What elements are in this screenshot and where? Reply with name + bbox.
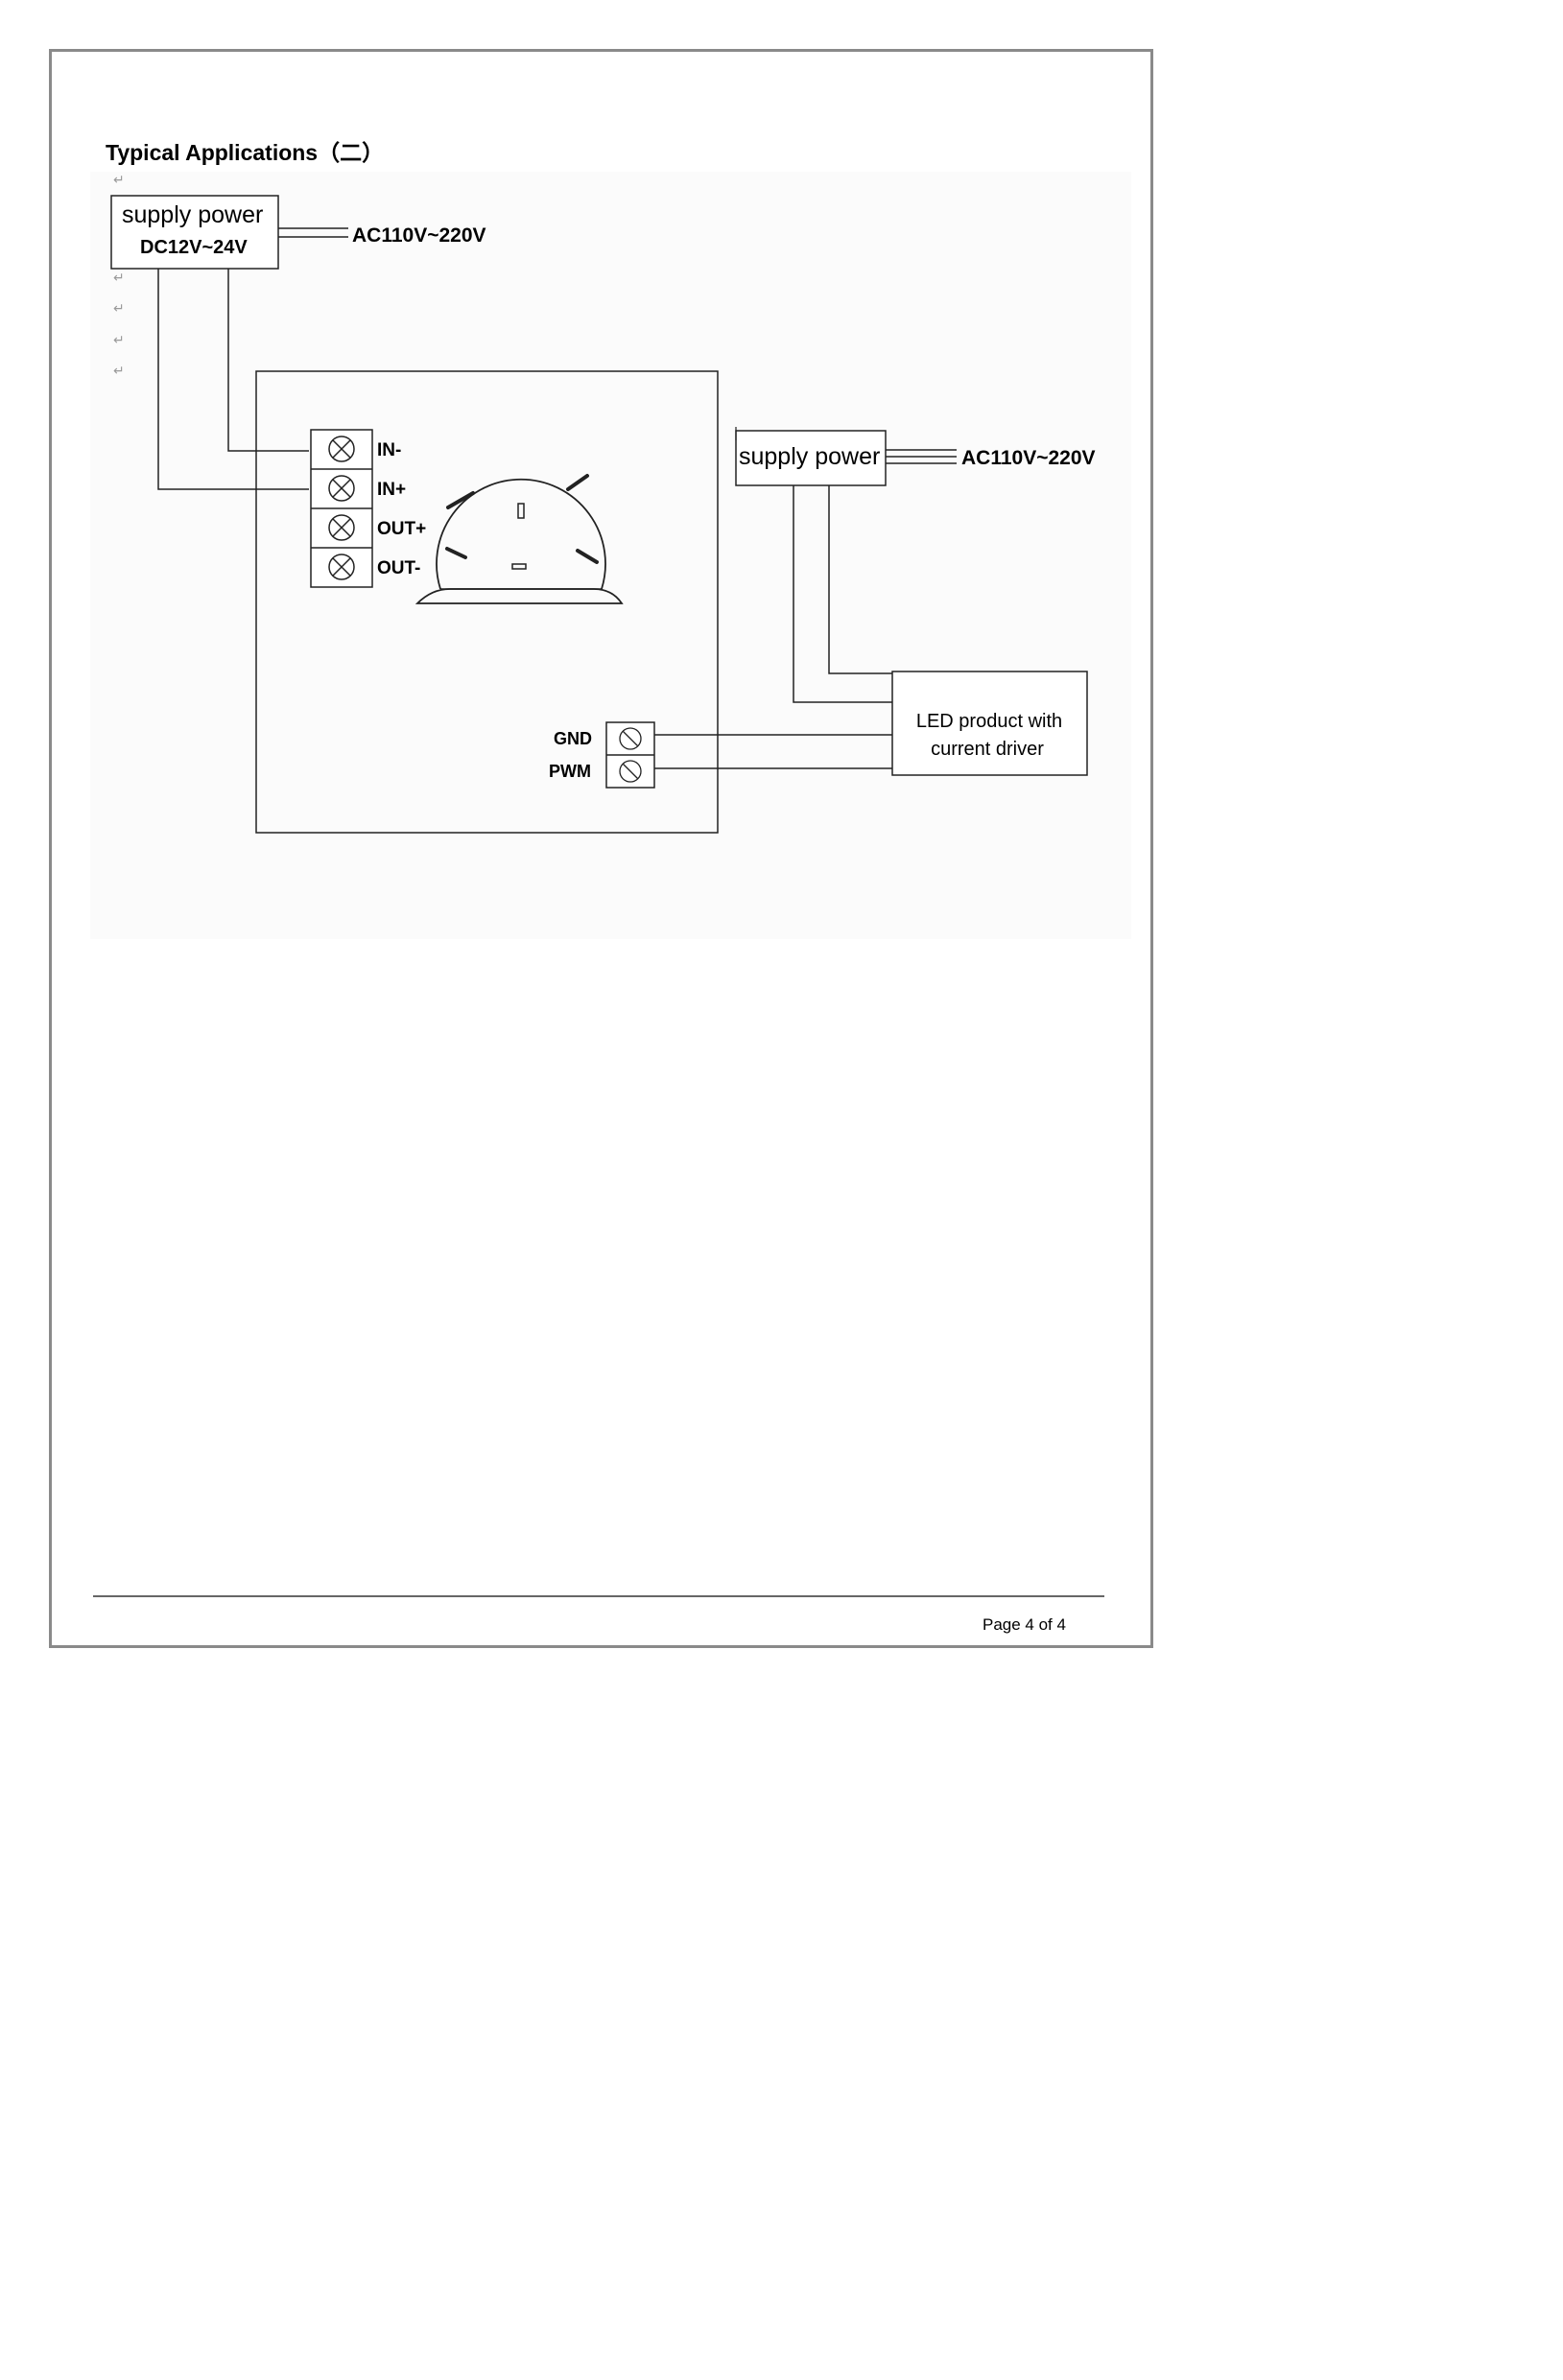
power-supply-1-output: DC12V~24V: [140, 237, 248, 258]
wire-in-plus: [157, 269, 309, 490]
screw-terminal-icon: [328, 436, 355, 462]
power-supply-2-input: AC110V~220V: [961, 447, 1096, 469]
screw-terminal-icon: [328, 475, 355, 502]
wiring-diagram: Typical Applications（二） ↵ ↵ ↵ ↵ ↵ ↵ supp…: [90, 140, 1131, 1634]
power-supply-1: supply power DC12V~24V AC110V~220V: [110, 195, 486, 270]
controller-box: [255, 370, 719, 834]
paragraph-mark: ↵: [113, 173, 125, 188]
terminal-label-in-minus: IN-: [377, 440, 401, 460]
screw-terminal-icon: [619, 727, 642, 750]
screw-terminal-icon: [328, 514, 355, 541]
led-product-line2: current driver: [931, 739, 1044, 760]
led-product-box: LED product with current driver: [891, 671, 1088, 776]
power-supply-2-title: supply power: [739, 443, 880, 470]
document-page: Typical Applications（二） ↵ ↵ ↵ ↵ ↵ ↵ supp…: [49, 49, 1153, 1648]
terminal-block-left: IN- IN+ OUT+ OUT-: [310, 429, 426, 588]
footer-page-number: Page 4 of 4: [983, 1615, 1066, 1634]
terminal-label-in-plus: IN+: [377, 480, 406, 500]
screw-terminal-icon: [619, 760, 642, 783]
dimmer-knob-icon: [414, 474, 624, 604]
power-supply-2: supply power AC110V~220V: [735, 427, 1096, 486]
paragraph-mark: ↵: [113, 301, 125, 317]
screw-terminal-icon: [328, 554, 355, 580]
terminal-label-out-plus: OUT+: [377, 519, 426, 539]
power-supply-1-input: AC110V~220V: [352, 224, 486, 247]
figure-background: [90, 172, 1131, 939]
terminal-block-right: GND PWM: [549, 721, 655, 789]
power-supply-1-title: supply power: [122, 201, 263, 228]
wire-led-supply-b: [828, 485, 892, 674]
paragraph-mark: ↵: [113, 271, 125, 286]
paragraph-mark: ↵: [113, 333, 125, 348]
led-product-line1: LED product with: [916, 711, 1062, 732]
wire-led-supply-a: [793, 485, 892, 703]
paragraph-mark: ↵: [113, 364, 125, 379]
wire-in-minus: [227, 269, 309, 452]
terminal-label-out-minus: OUT-: [377, 558, 420, 578]
terminal-label-gnd: GND: [554, 729, 592, 748]
page-heading: Typical Applications（二）: [106, 140, 384, 165]
terminal-label-pwm: PWM: [549, 762, 591, 781]
